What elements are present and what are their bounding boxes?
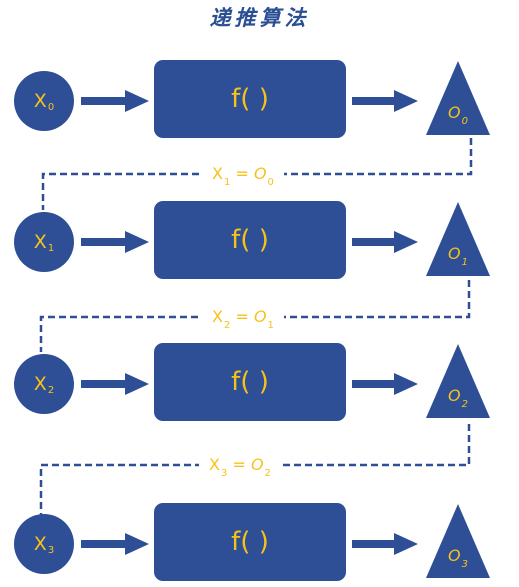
equation-rhs: O bbox=[253, 307, 267, 326]
output-label: O3 bbox=[426, 546, 490, 570]
equation-lhs: X bbox=[209, 455, 220, 474]
arrow-icon bbox=[352, 231, 418, 253]
equation-rhs-subscript: 2 bbox=[264, 468, 271, 479]
equation-lhs-subscript: 1 bbox=[223, 177, 231, 188]
function-label: f( ) bbox=[231, 225, 269, 255]
equation-lhs-subscript: 3 bbox=[220, 468, 228, 479]
function-label: f( ) bbox=[231, 527, 269, 557]
function-label: f( ) bbox=[231, 367, 269, 397]
input-label: X bbox=[33, 90, 47, 112]
output-subscript: 0 bbox=[461, 116, 468, 127]
feedback-equation-1: X1 = O0 bbox=[202, 162, 284, 188]
equation-lhs: X bbox=[212, 307, 223, 326]
output-triangle-icon bbox=[426, 504, 490, 578]
feedback-equation-2: X2 = O1 bbox=[202, 305, 284, 331]
input-label: X bbox=[33, 373, 47, 395]
output-subscript: 1 bbox=[461, 257, 468, 268]
output-subscript: 2 bbox=[461, 399, 468, 410]
input-label: X bbox=[33, 231, 47, 253]
equation-rhs-subscript: 1 bbox=[267, 320, 274, 331]
output-triangle-icon bbox=[426, 61, 490, 135]
arrow-icon bbox=[81, 373, 149, 395]
arrow-icon bbox=[81, 533, 149, 555]
arrow-icon bbox=[81, 231, 149, 253]
arrow-icon bbox=[352, 533, 418, 555]
output-label: O1 bbox=[426, 244, 490, 268]
equation-rhs-subscript: 0 bbox=[267, 177, 274, 188]
function-box: f( ) bbox=[154, 60, 346, 138]
output-base: O bbox=[448, 244, 461, 263]
input-subscript: 3 bbox=[47, 544, 55, 556]
function-box: f( ) bbox=[154, 503, 346, 581]
diagram-title: 递推算法 bbox=[209, 6, 310, 30]
equation-lhs: X bbox=[212, 164, 223, 183]
arrow-icon bbox=[81, 90, 149, 112]
equation-rhs: O bbox=[250, 455, 264, 474]
output-base: O bbox=[448, 386, 461, 405]
equation-operator: = bbox=[235, 307, 249, 326]
equation-lhs-subscript: 2 bbox=[223, 320, 231, 331]
arrow-icon bbox=[352, 90, 418, 112]
equation-rhs: O bbox=[253, 164, 267, 183]
function-box: f( ) bbox=[154, 343, 346, 421]
output-base: O bbox=[448, 546, 461, 565]
output-label: O2 bbox=[426, 386, 490, 410]
function-label: f( ) bbox=[231, 84, 269, 114]
output-base: O bbox=[448, 103, 461, 122]
equation-operator: = bbox=[232, 455, 246, 474]
output-triangle-icon bbox=[426, 202, 490, 276]
input-subscript: 2 bbox=[47, 384, 55, 396]
function-box: f( ) bbox=[154, 201, 346, 279]
input-subscript: 1 bbox=[47, 242, 55, 254]
equation-operator: = bbox=[235, 164, 249, 183]
feedback-equation-3: X3 = O2 bbox=[199, 453, 281, 479]
output-subscript: 3 bbox=[461, 559, 468, 570]
input-label: X bbox=[33, 533, 47, 555]
arrow-icon bbox=[352, 373, 418, 395]
feedback-connector-1 bbox=[41, 138, 473, 210]
input-subscript: 0 bbox=[47, 101, 55, 113]
output-label: O0 bbox=[426, 103, 490, 127]
output-triangle-icon bbox=[426, 344, 490, 418]
